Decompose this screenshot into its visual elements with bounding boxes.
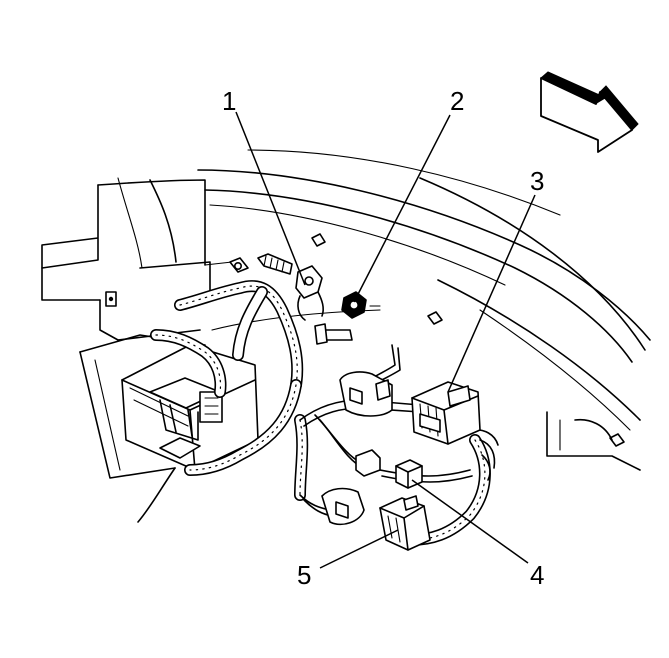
leader-line-5 — [319, 529, 399, 569]
callout-label-4: 4 — [530, 560, 544, 590]
leader-line-3 — [447, 194, 536, 393]
leader-line-1 — [235, 111, 306, 286]
harness-connector-large — [339, 371, 481, 445]
vehicle-body-panels — [41, 149, 651, 523]
retaining-nut — [314, 291, 381, 345]
callout-label-1: 1 — [222, 86, 236, 116]
callout-label-5: 5 — [297, 560, 311, 590]
callout-label-2: 2 — [450, 86, 464, 116]
callout-label-3: 3 — [530, 166, 544, 196]
harness-connector-medium — [321, 487, 431, 551]
callout-labels: 1 2 3 4 5 — [222, 86, 544, 590]
callout-leaders — [235, 111, 536, 569]
leader-line-2 — [353, 114, 451, 303]
wiring-harness — [150, 280, 499, 546]
harness-connector-small — [355, 449, 423, 489]
ground-bolt-and-strap — [229, 253, 325, 321]
leader-line-4 — [411, 479, 529, 564]
front-direction-arrow-icon — [540, 71, 639, 153]
